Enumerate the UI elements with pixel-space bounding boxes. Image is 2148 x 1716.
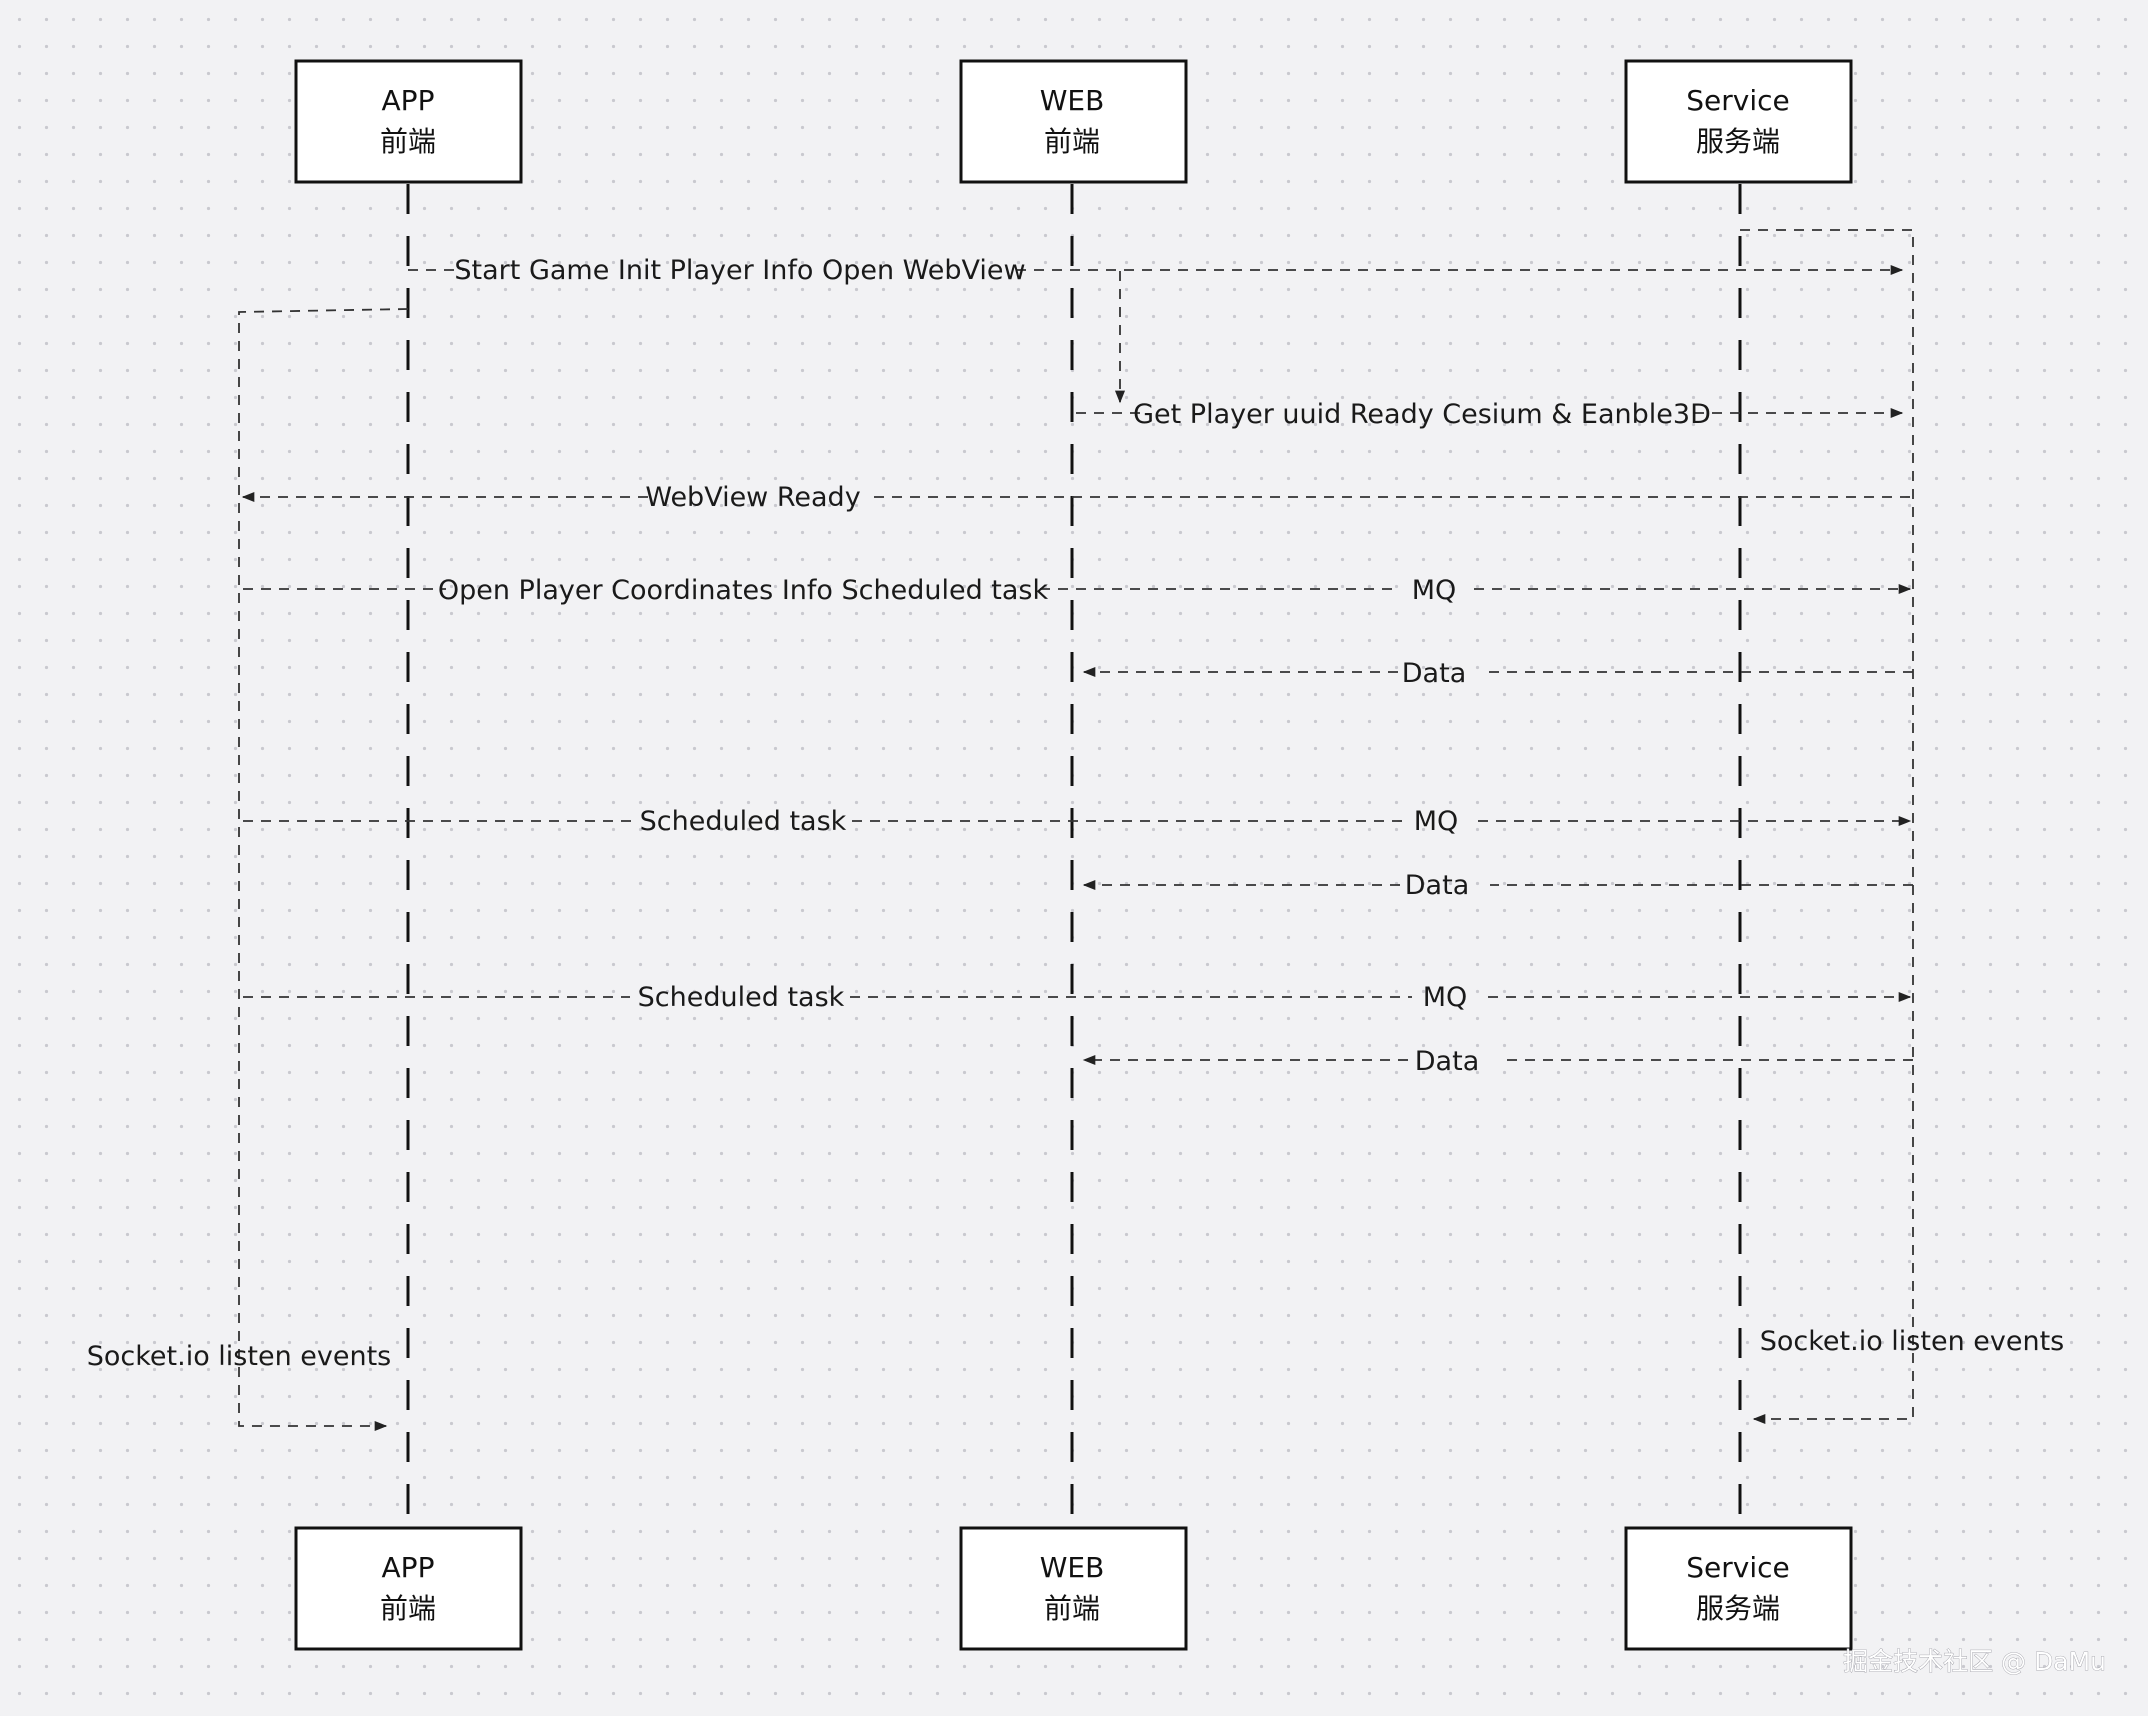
msg-data-2-label: Data [1405, 870, 1469, 901]
participant-service-bottom-sub: 服务端 [1696, 1592, 1780, 1625]
participant-service-top-name: Service [1686, 84, 1789, 117]
msg-mq-3-label: MQ [1423, 982, 1468, 1013]
watermark: 掘金技术社区 @ DaMu [1843, 1647, 2106, 1676]
msg-data-3-label: Data [1415, 1046, 1479, 1077]
participant-app-top: APP 前端 [294, 59, 523, 184]
participant-web-top: WEB 前端 [959, 59, 1188, 184]
msg-scheduled-2-label: Scheduled task [638, 982, 845, 1013]
msg-scheduled-1-label: Scheduled task [640, 806, 847, 837]
app-loop-frame [238, 308, 409, 1432]
participant-app-bottom-name: APP [382, 1551, 435, 1584]
msg-open-coords-label: Open Player Coordinates Info Scheduled t… [438, 575, 1049, 606]
msg-start-game-label: Start Game Init Player Info Open WebView [454, 255, 1025, 286]
msg-data-1-label: Data [1402, 658, 1466, 689]
participant-app-top-sub: 前端 [380, 125, 436, 158]
msg-mq-1-label: MQ [1412, 575, 1457, 606]
participant-app-bottom: APP 前端 [294, 1526, 523, 1651]
participant-web-bottom-name: WEB [1040, 1551, 1105, 1584]
participant-service-bottom-name: Service [1686, 1551, 1789, 1584]
participant-service-top: Service 服务端 [1624, 59, 1853, 184]
socket-service-label: Socket.io listen events [1760, 1326, 2065, 1357]
participant-web-top-name: WEB [1040, 84, 1105, 117]
service-loop-frame [1740, 229, 1914, 1425]
participant-web-bottom: WEB 前端 [959, 1526, 1188, 1651]
participant-app-top-name: APP [382, 84, 435, 117]
socket-app-label: Socket.io listen events [87, 1341, 392, 1372]
participant-app-bottom-sub: 前端 [380, 1592, 436, 1625]
msg-mq-2-label: MQ [1414, 806, 1459, 837]
msg-get-player-label: Get Player uuid Ready Cesium & Eanble3D [1133, 399, 1711, 430]
participant-web-bottom-sub: 前端 [1044, 1592, 1100, 1625]
participant-web-top-sub: 前端 [1044, 125, 1100, 158]
participant-service-bottom: Service 服务端 [1624, 1526, 1853, 1651]
participant-service-top-sub: 服务端 [1696, 125, 1780, 158]
msg-webview-ready-label: WebView Ready [645, 482, 860, 513]
